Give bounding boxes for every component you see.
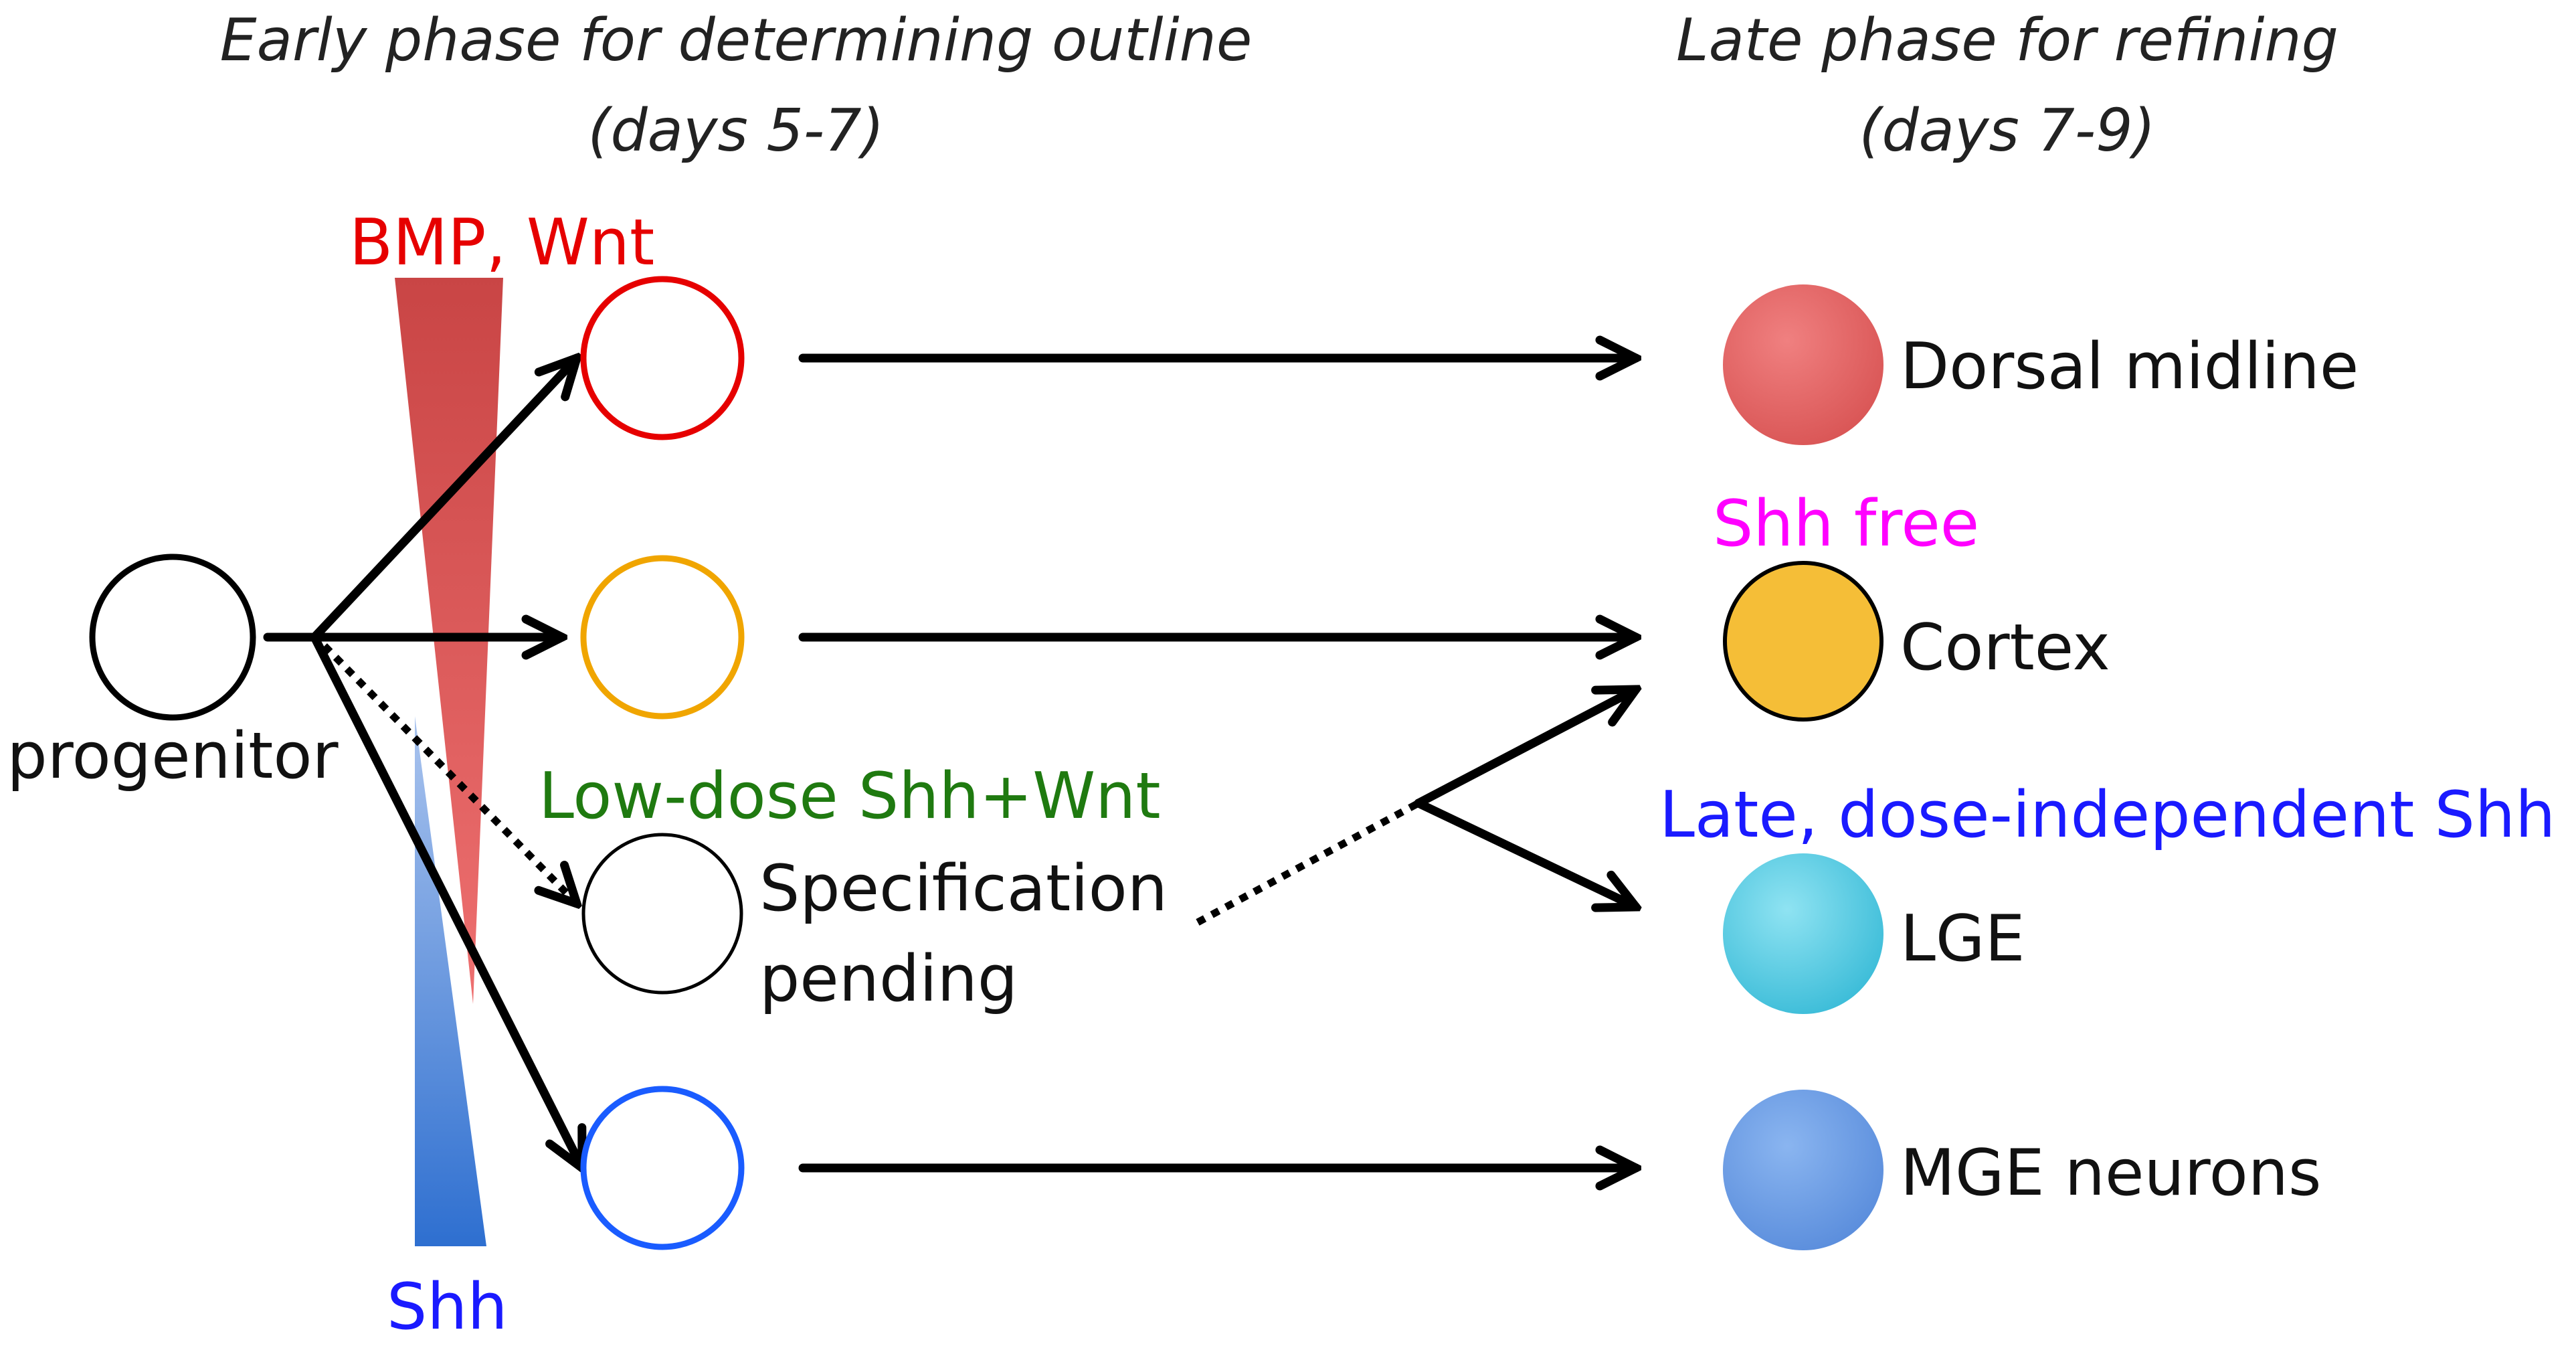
mge-neurons-label: MGE neurons: [1900, 1136, 2321, 1210]
shh-gradient-wedge: [415, 716, 486, 1246]
early-phase-title: Early phase for determining outline: [220, 6, 1253, 74]
late-phase-title: Late phase for refining: [1676, 6, 2338, 74]
lge-circle: [1723, 853, 1883, 1014]
arrow-to-ventral-progenitor: [310, 633, 582, 1168]
dorsal-midline-circle: [1723, 284, 1883, 445]
bmp-wnt-label: BMP, Wnt: [349, 206, 654, 280]
late-phase-days: (days 7-9): [1859, 96, 2156, 165]
arrow-to-dorsal-progenitor: [310, 358, 577, 642]
low-dose-shh-wnt-label: Low-dose Shh+Wnt: [539, 760, 1161, 833]
fork-arrow-to-cortex: [1414, 689, 1636, 808]
late-shh-label: Late, dose-independent Shh: [1659, 778, 2555, 852]
shh-free-label: Shh free: [1713, 487, 1979, 561]
pending-label: pending: [759, 942, 1018, 1016]
specification-label: Specification: [759, 852, 1168, 926]
lge-label: LGE: [1900, 902, 2025, 976]
dotted-arrow-to-pending: [322, 643, 577, 904]
pending-progenitor-circle: [581, 833, 743, 995]
fork-arrow-to-lge: [1414, 798, 1636, 907]
cortex-progenitor-circle: [580, 555, 745, 720]
cortex-circle: [1723, 561, 1883, 722]
dorsal-midline-label: Dorsal midline: [1900, 330, 2359, 404]
progenitor-label: progenitor: [7, 720, 339, 793]
progenitor-circle: [89, 554, 256, 721]
dotted-line-from-pending: [1196, 800, 1420, 926]
cortex-label: Cortex: [1900, 611, 2110, 685]
early-phase-days: (days 5-7): [588, 96, 885, 165]
shh-label: Shh: [387, 1270, 508, 1344]
ventral-progenitor-circle: [580, 1086, 745, 1250]
mge-circle: [1723, 1090, 1883, 1250]
dorsal-progenitor-circle: [580, 276, 745, 440]
